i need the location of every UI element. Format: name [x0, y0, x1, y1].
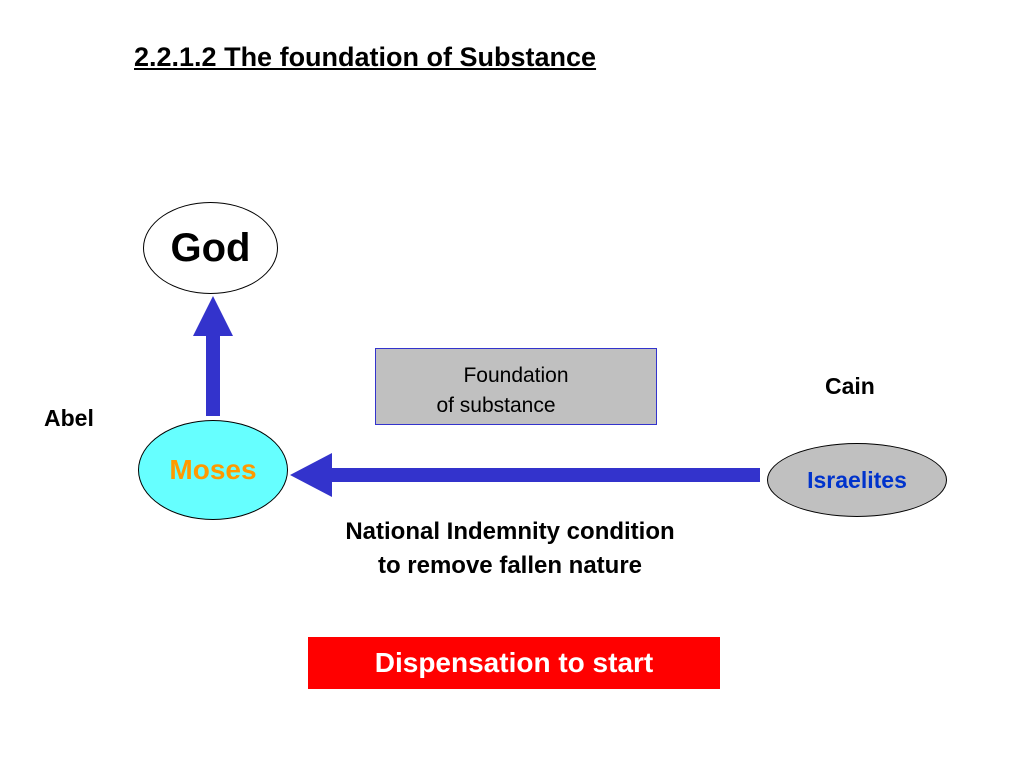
dispensation-banner: Dispensation to start [308, 637, 720, 689]
slide-title: 2.2.1.2 The foundation of Substance [134, 42, 597, 72]
moses-label: Moses [169, 454, 257, 485]
horizontal-arrow-shaft [330, 468, 760, 482]
israelites-label: Israelites [807, 466, 907, 493]
god-node: God [143, 202, 278, 294]
moses-node: Moses [138, 420, 288, 520]
indemnity-caption-line2: to remove fallen nature [377, 552, 643, 579]
foundation-box-line1: Foundation [463, 364, 569, 387]
arrow-group [193, 296, 760, 497]
horizontal-arrow-head [290, 453, 332, 497]
cain-label: Cain [825, 373, 875, 399]
abel-label: Abel [44, 405, 94, 431]
indemnity-caption: National Indemnity condition to remove f… [260, 515, 760, 583]
foundation-box: Foundation of substance [375, 348, 657, 425]
vertical-arrow-head [193, 296, 233, 336]
indemnity-caption-line1: National Indemnity condition [345, 518, 675, 545]
foundation-box-line2: of substance [436, 394, 556, 417]
israelites-node: Israelites [767, 443, 947, 517]
dispensation-banner-label: Dispensation to start [374, 647, 654, 678]
vertical-arrow-shaft [206, 332, 220, 416]
god-label: God [170, 225, 251, 270]
